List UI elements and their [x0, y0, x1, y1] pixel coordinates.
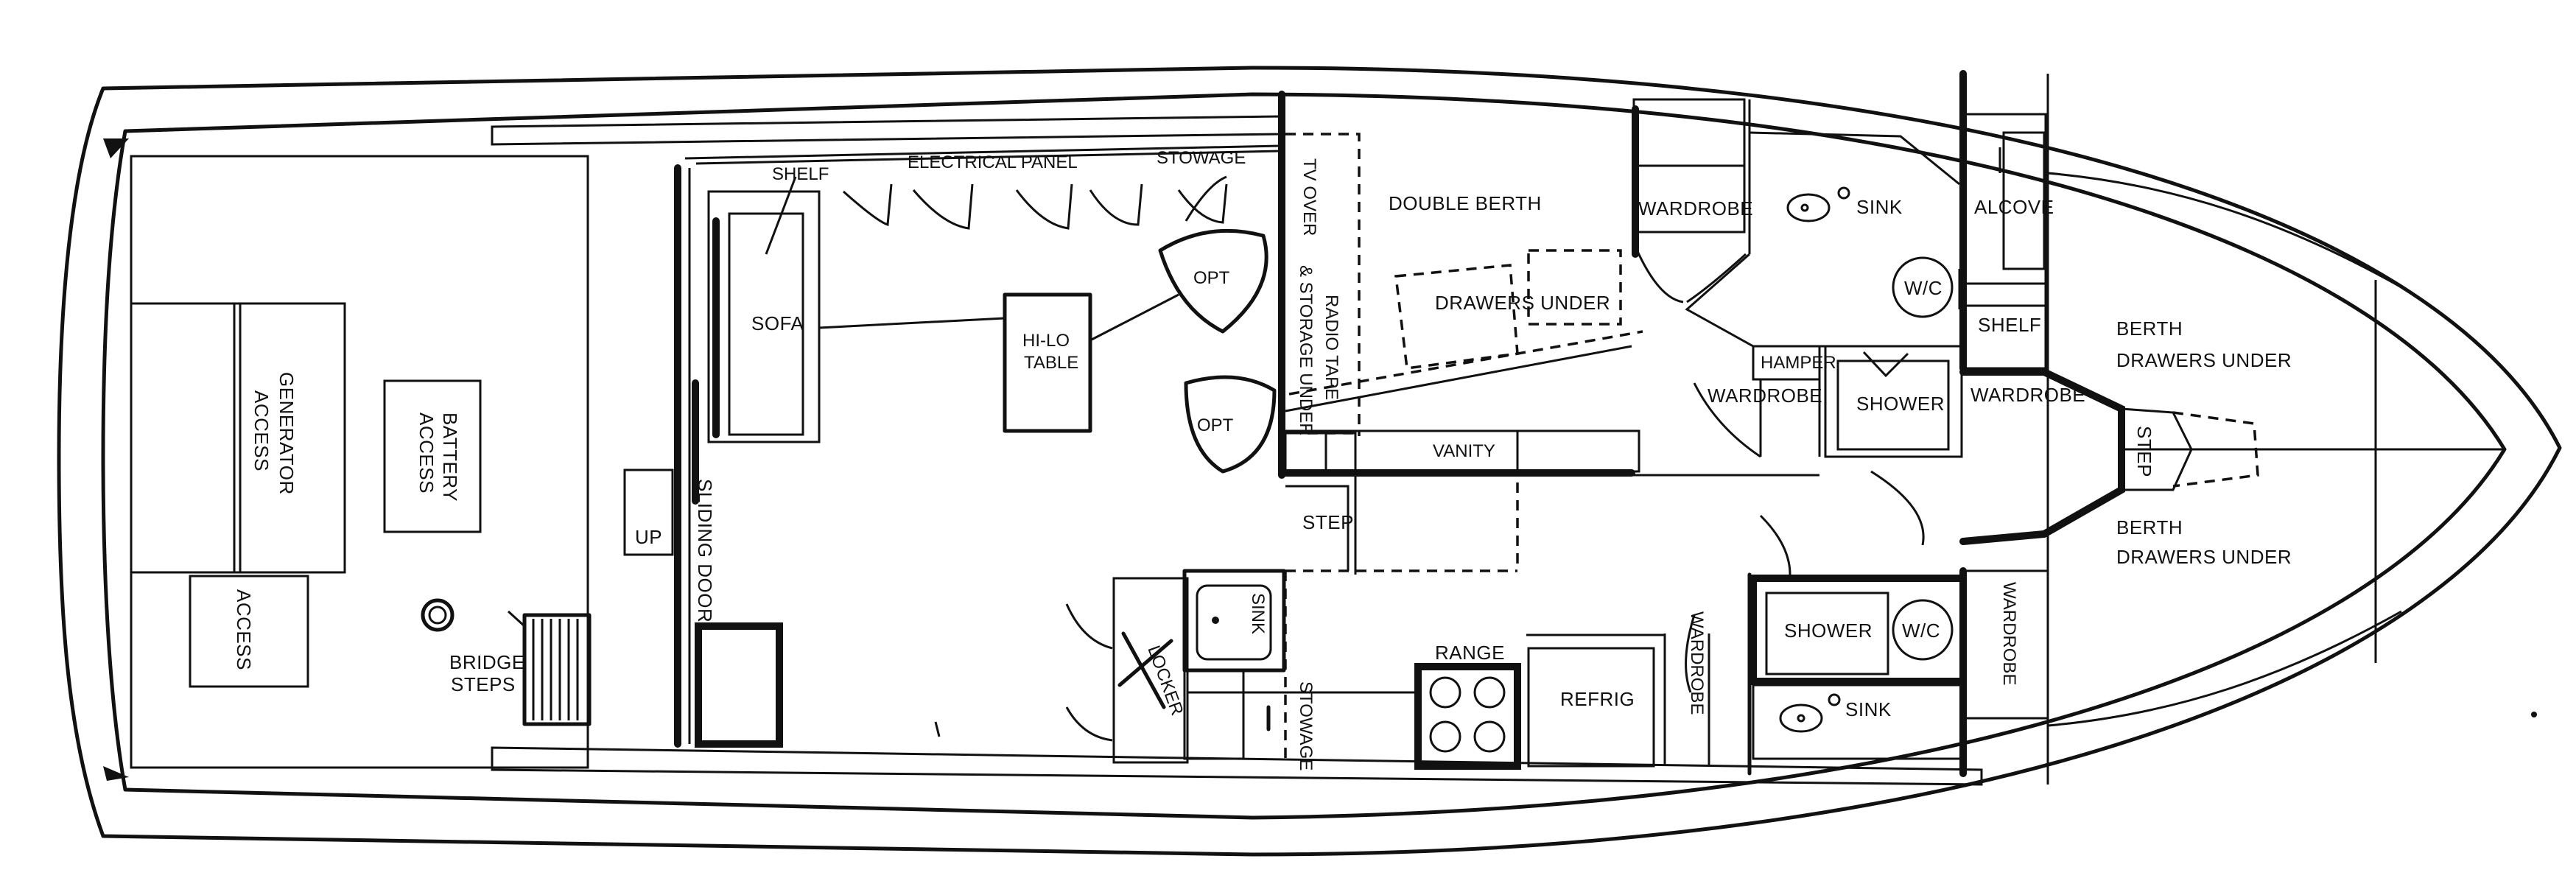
- label-double-berth: DOUBLE BERTH: [1389, 192, 1542, 214]
- label-tv-over: TV OVER: [1299, 158, 1319, 236]
- walkway-top: [491, 115, 1282, 146]
- aft-deck: [130, 155, 589, 769]
- label-stowage: STOWAGE: [1157, 148, 1246, 168]
- label-shower-1: SHOWER: [1856, 393, 1945, 415]
- v-berth: [1959, 280, 2505, 727]
- label-shower-2: SHOWER: [1784, 620, 1873, 642]
- label-step-mid: STEP: [1302, 511, 1354, 533]
- up-box: [623, 468, 674, 556]
- label-electrical-panel: ELECTRICAL PANEL: [908, 152, 1078, 172]
- label-shelf-right: SHELF: [1978, 314, 2041, 336]
- label-access-gen: ACCESS: [250, 390, 273, 471]
- label-sink-2: SINK: [1845, 698, 1892, 720]
- label-wardrobe-2: WARDROBE: [1708, 385, 1822, 407]
- label-wardrobe-3: WARDROBE: [1970, 384, 2085, 406]
- corner-marker-top: [103, 138, 129, 158]
- hull-outline: [57, 66, 2562, 857]
- label-berth-2: BERTH: [2116, 516, 2183, 538]
- label-berth-drawers-2: DRAWERS UNDER: [2116, 546, 2292, 568]
- label-steps: STEPS: [451, 673, 516, 695]
- galley: [1065, 432, 1665, 770]
- label-hamper: HAMPER: [1761, 353, 1836, 373]
- label-bridge: BRIDGE: [449, 651, 525, 673]
- center-head: [1632, 98, 1963, 546]
- label-wardrobe-5: WARDROBE: [1999, 582, 2019, 685]
- forward-stateroom: [1278, 91, 1819, 479]
- label-shelf-top: SHELF: [772, 164, 829, 184]
- label-sliding-door: SLIDING DOOR: [694, 479, 716, 622]
- label-wardrobe-4: WARDROBE: [1687, 611, 1707, 715]
- label-wardrobe-1: WARDROBE: [1638, 197, 1753, 220]
- label-refrig: REFRIG: [1560, 688, 1635, 710]
- label-berth-1: BERTH: [2116, 317, 2183, 340]
- corner-marker-bottom: [103, 766, 129, 781]
- label-sofa: SOFA: [751, 312, 804, 334]
- label-step-fwd: STEP: [2133, 426, 2155, 477]
- label-hi-lo: HI-LO: [1022, 331, 1070, 351]
- label-berth-drawers-1: DRAWERS UNDER: [2116, 349, 2292, 371]
- label-table: TABLE: [1024, 353, 1078, 373]
- label-up: UP: [635, 526, 662, 548]
- label-opt-1: OPT: [1193, 268, 1230, 288]
- label-generator: GENERATOR: [276, 372, 298, 495]
- salon: [695, 150, 1281, 748]
- label-wc-2: W/C: [1902, 620, 1940, 642]
- label-range: RANGE: [1435, 642, 1505, 664]
- label-drawers-under: DRAWERS UNDER: [1435, 292, 1610, 314]
- label-access: ACCESS: [233, 589, 255, 670]
- walkway-top-inner: [684, 144, 1281, 160]
- label-radio-tape: RADIO TAPE: [1322, 295, 1341, 400]
- walkway-bottom: [491, 746, 1983, 786]
- lower-head: [1663, 514, 2049, 777]
- label-storage-under: & STORAGE UNDER: [1296, 265, 1316, 436]
- stray-dot: [2531, 712, 2537, 717]
- bridge-steps-icon: [507, 610, 592, 726]
- label-opt-2: OPT: [1197, 415, 1234, 435]
- label-alcove: ALCOVE: [1974, 196, 2054, 218]
- label-sink-1: SINK: [1856, 196, 1903, 218]
- sliding-door: [674, 164, 699, 748]
- label-vanity: VANITY: [1433, 441, 1495, 461]
- label-wc-1: W/C: [1904, 277, 1942, 299]
- label-stowage-lower: STOWAGE: [1296, 681, 1316, 771]
- label-sink-galley: SINK: [1248, 593, 1268, 634]
- label-access-bat: ACCESS: [415, 413, 438, 494]
- label-battery: BATTERY: [439, 413, 461, 502]
